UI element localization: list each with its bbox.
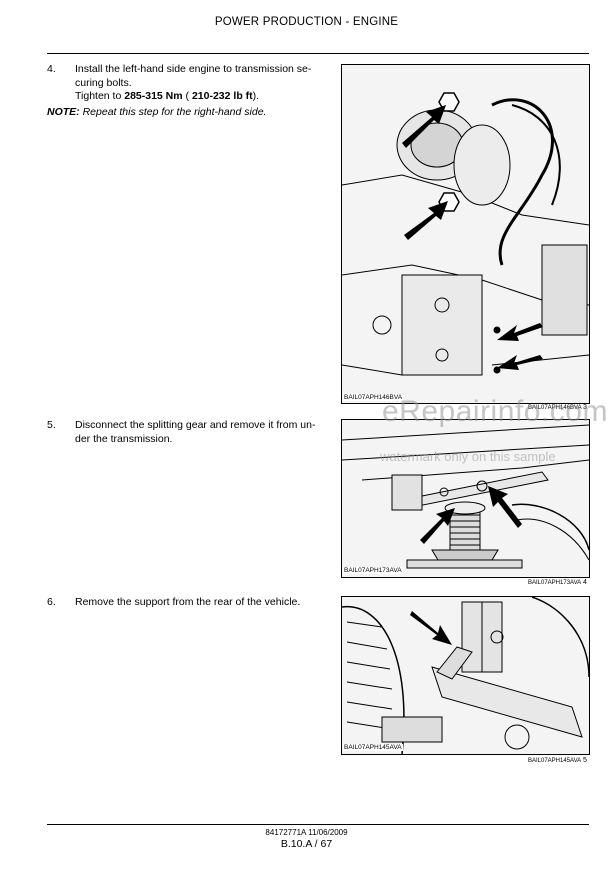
step-6-text: Remove the support from the rear of the … <box>75 596 327 610</box>
note-text: Repeat this step for the right-hand side… <box>79 106 267 118</box>
figure-4-splitting-gear: BAIL07APH173AVA <box>341 419 590 578</box>
step-4-note: NOTE: Repeat this step for the right-han… <box>47 106 266 118</box>
step-6-line1: Remove the support from the rear of the … <box>75 596 301 608</box>
step-4-number: 4. <box>47 63 56 75</box>
step-4-line1: Install the left-hand side engine to tra… <box>75 63 312 75</box>
watermark-note: watermark only on this sample <box>380 449 556 464</box>
footer-doc-id: 84172771A 11/06/2009 <box>265 828 348 837</box>
torque-lbft: 210-232 lb ft <box>191 90 253 102</box>
step-6-number: 6. <box>47 596 56 608</box>
torque-suffix: ). <box>252 90 260 102</box>
step-5-line1: Disconnect the splitting gear and remove… <box>75 419 316 431</box>
figure-5-number: 5 <box>583 757 587 764</box>
torque-prefix: Tighten to <box>75 90 125 102</box>
figure-5-illustration <box>342 597 589 754</box>
figure-4-arrows <box>420 486 522 544</box>
figure-4-code: BAIL07APH173AVA <box>343 567 403 574</box>
figure-4-illustration <box>342 420 589 577</box>
figure-3-engine-bolts: BAIL07APH146BVA <box>341 64 590 404</box>
figure-5-rear-support: BAIL07APH145AVA <box>341 596 590 755</box>
figure-3-caption: BAIL07APH146BVA <box>528 405 582 411</box>
figure-3-number: 3 <box>583 404 587 411</box>
torque-nm: 285-315 Nm <box>124 90 183 102</box>
figure-3-arrows <box>402 105 543 370</box>
step-4-text: Install the left-hand side engine to tra… <box>75 63 325 104</box>
figure-4-number: 4 <box>583 579 587 586</box>
figure-3-illustration <box>342 65 589 403</box>
footer-divider <box>47 824 589 825</box>
figure-5-caption: BAIL07APH145AVA <box>528 758 582 764</box>
figure-3-code: BAIL07APH146BVA <box>343 394 404 401</box>
step-5-number: 5. <box>47 419 56 431</box>
figure-5-arrows <box>410 611 452 645</box>
note-label: NOTE: <box>47 106 80 118</box>
step-5-text: Disconnect the splitting gear and remove… <box>75 419 327 446</box>
step-4-torque-line: Tighten to 285-315 Nm ( 210-232 lb ft). <box>75 90 325 104</box>
figure-4-caption: BAIL07APH173AVA <box>528 580 582 586</box>
footer-page-number: B.10.A / 67 <box>280 838 333 850</box>
torque-mid: ( <box>182 90 192 102</box>
figure-5-code: BAIL07APH145AVA <box>343 744 403 751</box>
header-divider <box>47 53 589 54</box>
step-5-line2: der the transmission. <box>75 432 173 445</box>
page-header-title: POWER PRODUCTION - ENGINE <box>214 16 399 28</box>
step-4-line2: curing bolts. <box>75 76 132 89</box>
watermark-site: eRepairinfo.com <box>382 395 608 428</box>
